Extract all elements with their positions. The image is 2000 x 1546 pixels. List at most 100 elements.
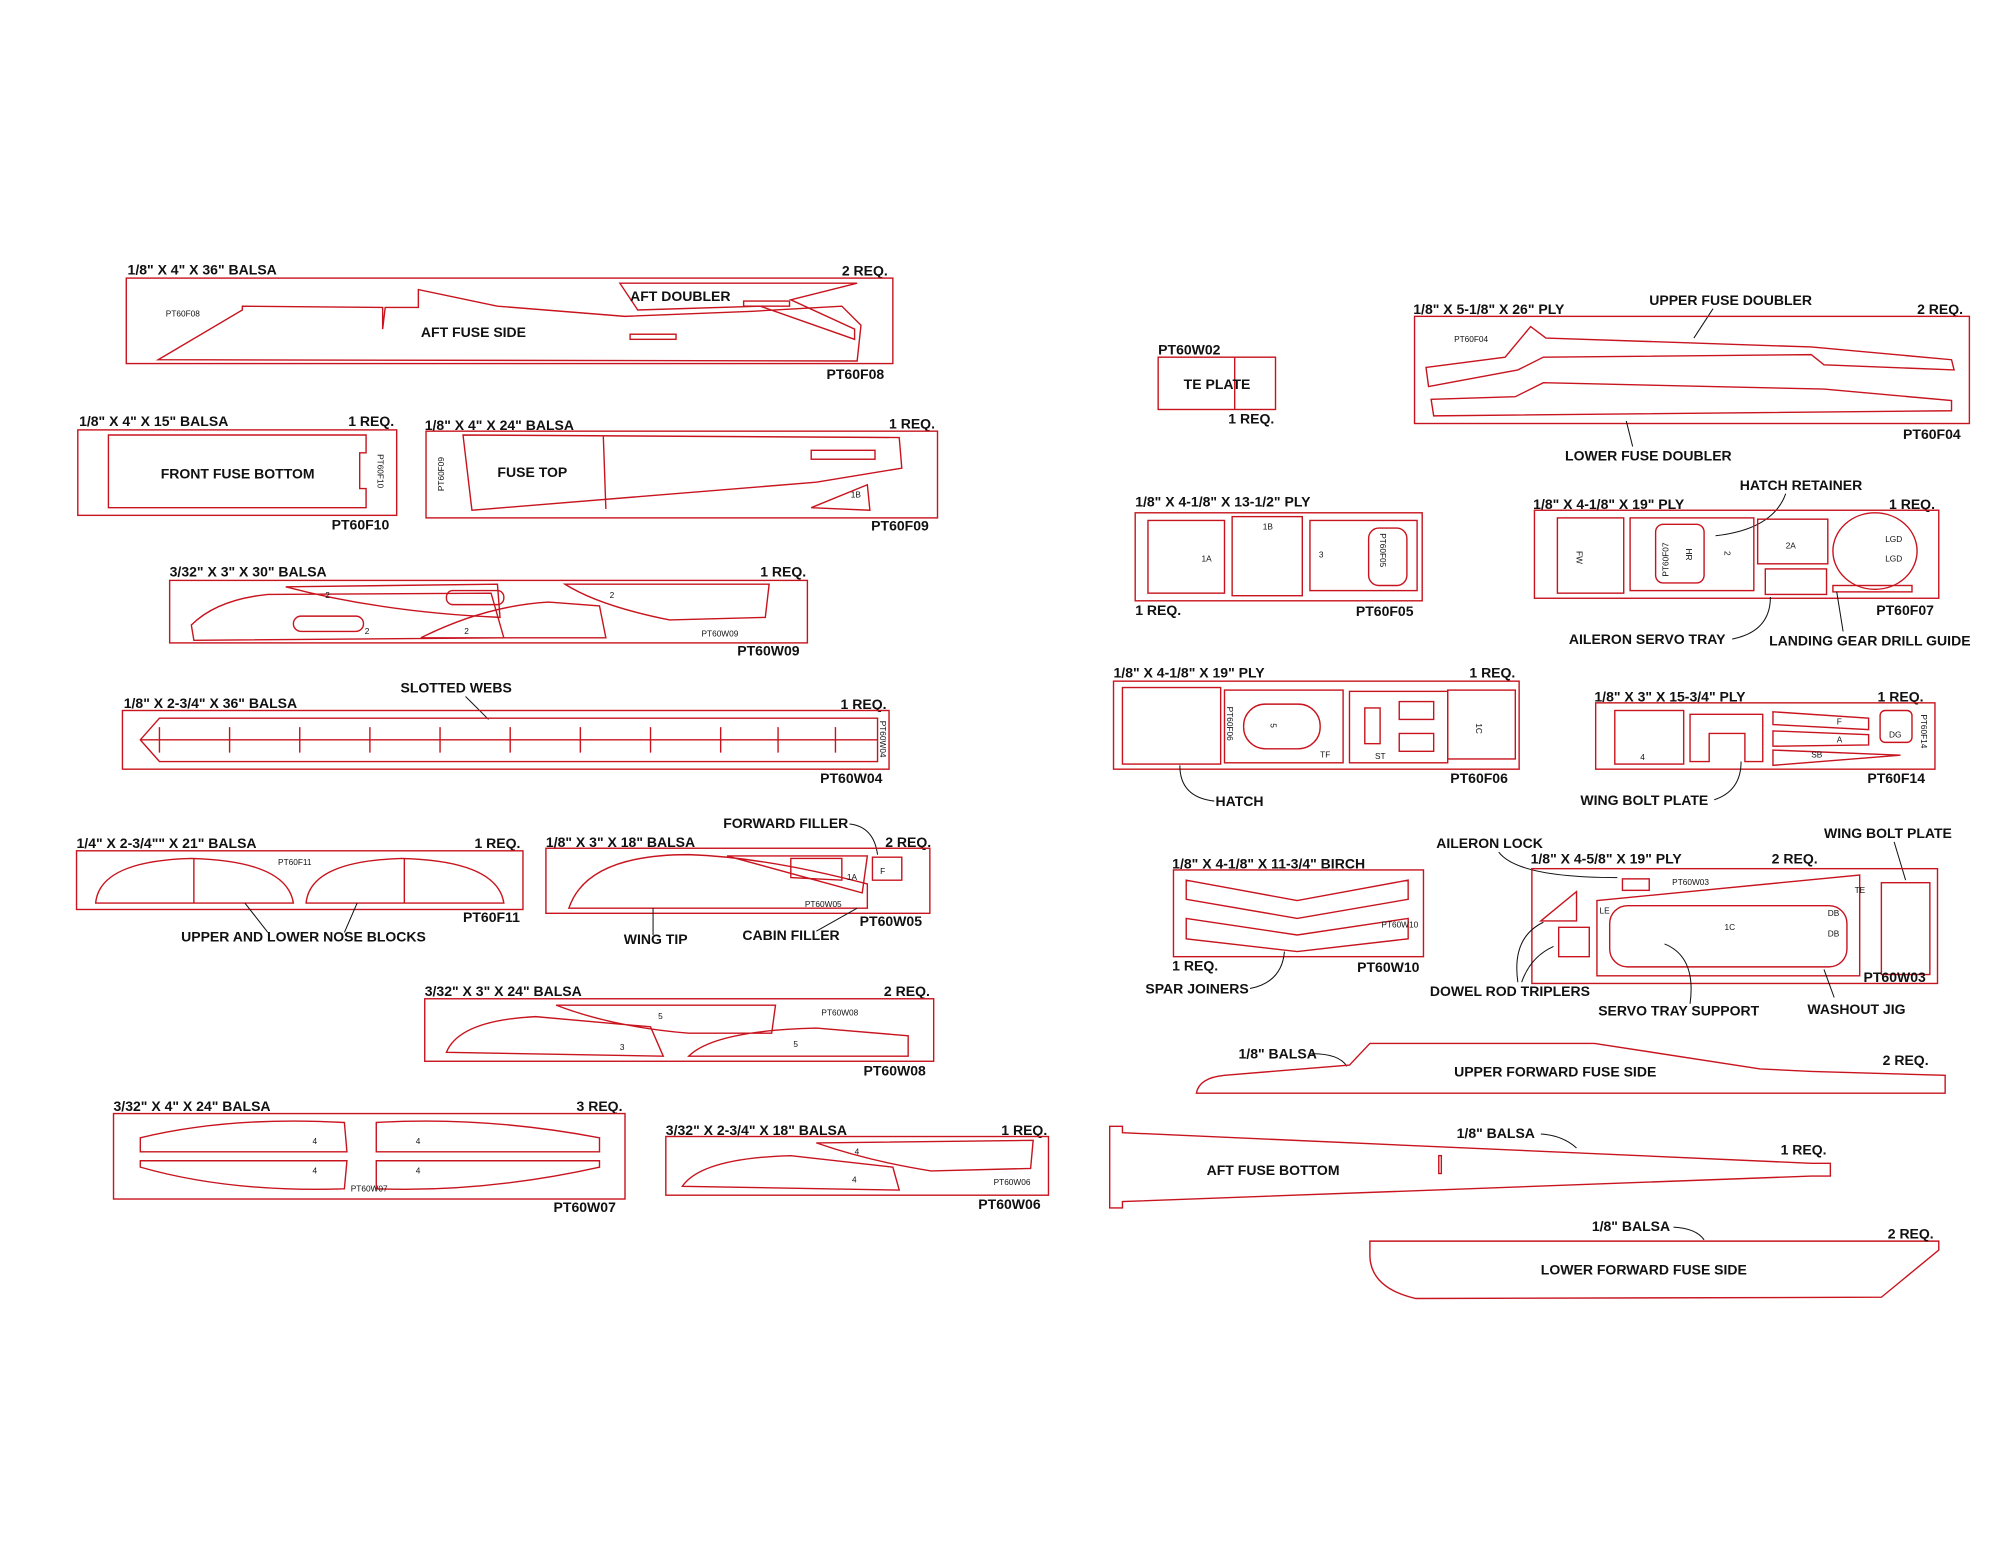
- leader-arrow: [1179, 765, 1215, 802]
- part-code: PT60F14: [1867, 770, 1925, 786]
- stock-outline: [425, 430, 939, 519]
- part-upper-forward-fuse-side: 1/8" BALSA UPPER FORWARD FUSE SIDE 2 REQ…: [1195, 1042, 1946, 1094]
- part-pt60w06: 3/32" X 2-3/4" X 18" BALSA 1 REQ. 4 4 PT…: [665, 1122, 1050, 1212]
- part-label: AFT FUSE BOTTOM: [1207, 1162, 1340, 1178]
- leader-arrow: [1715, 493, 1787, 537]
- part-code-small: PT60W09: [702, 629, 739, 639]
- callout-label: UPPER FUSE DOUBLER: [1649, 292, 1812, 308]
- callout-label: WING BOLT PLATE: [1580, 792, 1708, 808]
- part-pt60w10: 1/8" X 4-1/8" X 11-3/4" BIRCH PT60W10 1 …: [1145, 856, 1425, 997]
- oval-cutout: [1242, 703, 1321, 750]
- rib-number: 2: [365, 626, 370, 636]
- forward-filler-shape: [871, 856, 903, 881]
- part-lower-forward-fuse-side: 1/8" BALSA LOWER FORWARD FUSE SIDE 2 REQ…: [1369, 1218, 1940, 1300]
- part-label: DB: [1828, 908, 1840, 918]
- stock-label: 1/8" X 4-1/8" X 13-1/2" PLY: [1135, 493, 1311, 509]
- part-fw-shape: [1556, 517, 1625, 594]
- part-label: 1C: [1724, 922, 1735, 932]
- part-label: 1A: [1202, 553, 1213, 563]
- part-code: PT60F05: [1356, 603, 1414, 619]
- stock-label: 1/8" BALSA: [1239, 1046, 1317, 1062]
- stock-label: 3/32" X 4" X 24" BALSA: [114, 1098, 271, 1114]
- stock-outline: [1413, 315, 1971, 425]
- slot: [1364, 707, 1381, 745]
- part-label: 1B: [1263, 521, 1274, 531]
- part-pt60f05: 1/8" X 4-1/8" X 13-1/2" PLY 1A 1B 3 PT60…: [1134, 493, 1423, 619]
- stock-outline: [1172, 869, 1425, 958]
- req-label: 1 REQ.: [841, 696, 887, 712]
- part-code: PT60F09: [871, 518, 929, 534]
- req-label: 1 REQ.: [1228, 411, 1274, 427]
- web-slots: [158, 727, 837, 753]
- callout-label: WASHOUT JIG: [1807, 1001, 1905, 1017]
- part-code-small: PT60W04: [878, 721, 888, 758]
- part-label: TE PLATE: [1184, 376, 1251, 392]
- lightening-hole: [292, 615, 365, 633]
- part-label: FRONT FUSE BOTTOM: [161, 465, 315, 481]
- spar-joiner-shapes: [1185, 879, 1409, 953]
- req-label: 1 REQ.: [889, 416, 935, 432]
- slot: [1398, 732, 1435, 753]
- req-label: 1 REQ.: [760, 564, 806, 580]
- part-label: LGD: [1885, 534, 1902, 544]
- part-2-shape: [1629, 517, 1755, 592]
- part-label: 4: [1640, 752, 1645, 762]
- front-fuse-bottom-shape: [107, 434, 367, 509]
- req-label: 2 REQ.: [842, 263, 888, 279]
- part-1c-shape: [1447, 689, 1517, 760]
- callout-label: AILERON LOCK: [1436, 835, 1543, 851]
- part-pt60w07: 3/32" X 4" X 24" BALSA 3 REQ. 4 4 4 4 PT…: [112, 1098, 626, 1215]
- fuse-top-shape: [462, 434, 903, 511]
- leader-arrow: [465, 696, 489, 720]
- part-label: HR: [1684, 549, 1694, 561]
- part-label: 2A: [1786, 541, 1797, 551]
- part-pt60f06: 1/8" X 4-1/8" X 19" PLY 1 REQ. PT60F06 5…: [1112, 664, 1520, 809]
- lower-forward-fuse-side-shape: [1369, 1240, 1940, 1300]
- part-1b-shape: [810, 483, 871, 511]
- part-code-small: PT60F08: [166, 308, 200, 318]
- wing-rib-shapes: [139, 1120, 601, 1191]
- stock-outline: [1157, 356, 1277, 411]
- leader-arrow: [1693, 308, 1714, 339]
- part-dg-shape: [1879, 709, 1913, 744]
- stock-label: 1/8" BALSA: [1457, 1125, 1535, 1141]
- req-label: 2 REQ.: [1917, 301, 1963, 317]
- stock-label: 1/8" X 4-1/8" X 11-3/4" BIRCH: [1172, 856, 1365, 872]
- callout-label: AILERON SERVO TRAY: [1569, 631, 1726, 647]
- aft-fuse-bottom-shape: [1108, 1125, 1832, 1209]
- req-label: 2 REQ.: [884, 983, 930, 999]
- strip-shapes: [1772, 711, 1901, 767]
- stock-label: 1/8" X 5-1/8" X 26" PLY: [1413, 301, 1565, 317]
- rib-number: 4: [855, 1146, 860, 1156]
- part-code-small: PT60F05: [1378, 533, 1388, 567]
- callout-label: SERVO TRAY SUPPORT: [1598, 1002, 1759, 1018]
- lower-fuse-doubler-shape: [1430, 381, 1953, 417]
- upper-forward-fuse-side-shape: [1195, 1042, 1946, 1094]
- stock-label: 1/8" X 4" X 24" BALSA: [425, 417, 574, 433]
- part-code: PT60F10: [332, 516, 390, 532]
- leader-arrow: [849, 823, 879, 855]
- part-pt60f04: 1/8" X 5-1/8" X 26" PLY UPPER FUSE DOUBL…: [1413, 292, 1971, 464]
- callout-label: HATCH RETAINER: [1740, 477, 1863, 493]
- rib-number: 5: [793, 1039, 798, 1049]
- part-pt60f07: HATCH RETAINER 1/8" X 4-1/8" X 19" PLY 1…: [1533, 477, 1970, 649]
- part-code-small: PT60F11: [278, 857, 312, 867]
- rib-number: 4: [852, 1174, 857, 1184]
- part-pt60w04: SLOTTED WEBS 1/8" X 2-3/4" X 36" BALSA 1…: [121, 680, 890, 786]
- rib-number: 4: [416, 1136, 421, 1146]
- stock-label: 1/4" X 2-3/4"" X 21" BALSA: [77, 835, 257, 851]
- req-label: 1 REQ.: [1469, 664, 1515, 680]
- part-code: PT60F06: [1450, 770, 1508, 786]
- part-code-small: PT60W10: [1381, 919, 1418, 929]
- part-code: PT60W07: [554, 1199, 617, 1215]
- wing-tip-shapes: [567, 853, 869, 909]
- part-hr-shape: [1654, 523, 1705, 584]
- part-label: ST: [1375, 751, 1386, 761]
- leader-arrow: [244, 902, 358, 933]
- part-code: PT60W06: [978, 1196, 1041, 1212]
- part-code-small: PT60F04: [1454, 334, 1488, 344]
- part-label: A: [1837, 734, 1843, 744]
- wing-rib-shapes: [445, 1004, 909, 1057]
- stock-outline: [1533, 509, 1940, 599]
